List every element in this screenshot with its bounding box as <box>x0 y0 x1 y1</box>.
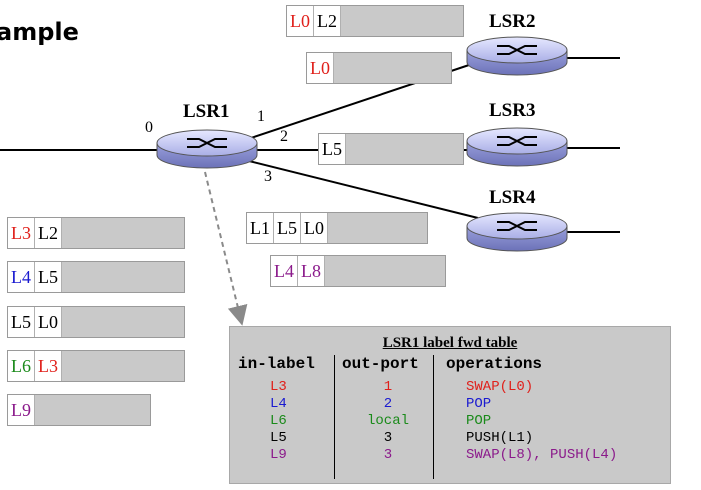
cell-in-label: L4 <box>270 396 287 412</box>
packet-a: L0 L2 <box>286 5 464 37</box>
packet-label: L0 <box>307 53 334 83</box>
cell-operations: PUSH(L1) <box>466 430 534 446</box>
packet-label: L5 <box>274 213 301 243</box>
packet-left-2: L4 L5 <box>7 261 185 293</box>
packet-label: L6 <box>8 351 35 381</box>
packet-label: L5 <box>319 134 346 164</box>
packet-label: L0 <box>35 307 62 337</box>
column-divider <box>334 355 335 479</box>
packet-label: L0 <box>301 213 328 243</box>
label-fwd-table: LSR1 label fwd table in-label out-port o… <box>229 326 671 484</box>
port-label-0: 0 <box>145 119 153 136</box>
cell-out-port: 1 <box>383 379 393 395</box>
router-lsr3[interactable] <box>466 127 568 167</box>
router-label-lsr2: LSR2 <box>489 11 536 32</box>
port-label-2: 2 <box>280 128 288 145</box>
packet-label: L0 <box>287 6 314 36</box>
router-label-lsr1: LSR1 <box>183 101 230 122</box>
cell-operations: POP <box>466 396 492 412</box>
packet-left-3: L5 L0 <box>7 306 185 338</box>
packet-d: L1 L5 L0 <box>246 212 428 244</box>
router-lsr2[interactable] <box>466 36 568 76</box>
packet-c: L5 <box>318 133 464 165</box>
packet-label: L2 <box>314 6 341 36</box>
cell-operations: POP <box>466 413 492 429</box>
router-lsr4[interactable] <box>466 212 568 252</box>
packet-label: L8 <box>298 256 325 286</box>
port-label-1: 1 <box>257 108 265 125</box>
port-label-3: 3 <box>264 168 272 185</box>
header-out-port: out-port <box>342 355 419 373</box>
packet-label: L4 <box>271 256 298 286</box>
packet-label: L5 <box>8 307 35 337</box>
packet-label: L1 <box>247 213 274 243</box>
packet-payload <box>62 307 184 337</box>
cell-out-port: 2 <box>383 396 393 412</box>
header-in-label: in-label <box>238 355 315 373</box>
table-title: LSR1 label fwd table <box>382 335 518 351</box>
router-label-lsr3: LSR3 <box>489 100 536 121</box>
packet-b: L0 <box>306 52 452 84</box>
router-lsr1[interactable] <box>156 129 258 169</box>
packet-left-1: L3 L2 <box>7 217 185 249</box>
packet-payload <box>341 6 463 36</box>
column-divider <box>433 355 434 479</box>
header-operations: operations <box>446 355 543 373</box>
packet-payload <box>62 262 184 292</box>
packet-payload <box>328 213 427 243</box>
packet-left-5: L9 <box>7 394 151 426</box>
cell-out-port: 3 <box>383 447 393 463</box>
packet-label: L3 <box>35 351 62 381</box>
cell-out-port: 3 <box>383 430 393 446</box>
packet-payload <box>62 351 184 381</box>
packet-payload <box>334 53 451 83</box>
packet-label: L2 <box>35 218 62 248</box>
router-label-lsr4: LSR4 <box>489 187 536 208</box>
packet-payload <box>62 218 184 248</box>
packet-payload <box>325 256 445 286</box>
packet-label: L3 <box>8 218 35 248</box>
table-pointer-arrow <box>204 171 248 326</box>
cell-operations: SWAP(L0) <box>466 379 534 395</box>
cell-in-label: L6 <box>270 413 287 429</box>
packet-payload <box>35 395 150 425</box>
cell-operations: SWAP(L8), PUSH(L4) <box>466 447 618 463</box>
packet-label: L5 <box>35 262 62 292</box>
link-lsr1-lsr4 <box>244 159 479 219</box>
packet-payload <box>346 134 463 164</box>
packet-e: L4 L8 <box>270 255 446 287</box>
packet-left-4: L6 L3 <box>7 350 185 382</box>
cell-in-label: L9 <box>270 447 287 463</box>
packet-label: L4 <box>8 262 35 292</box>
cell-in-label: L5 <box>270 430 287 446</box>
slide-title: ample <box>0 18 79 46</box>
cell-in-label: L3 <box>270 379 287 395</box>
packet-label: L9 <box>8 395 35 425</box>
cell-out-port: local <box>366 413 409 429</box>
